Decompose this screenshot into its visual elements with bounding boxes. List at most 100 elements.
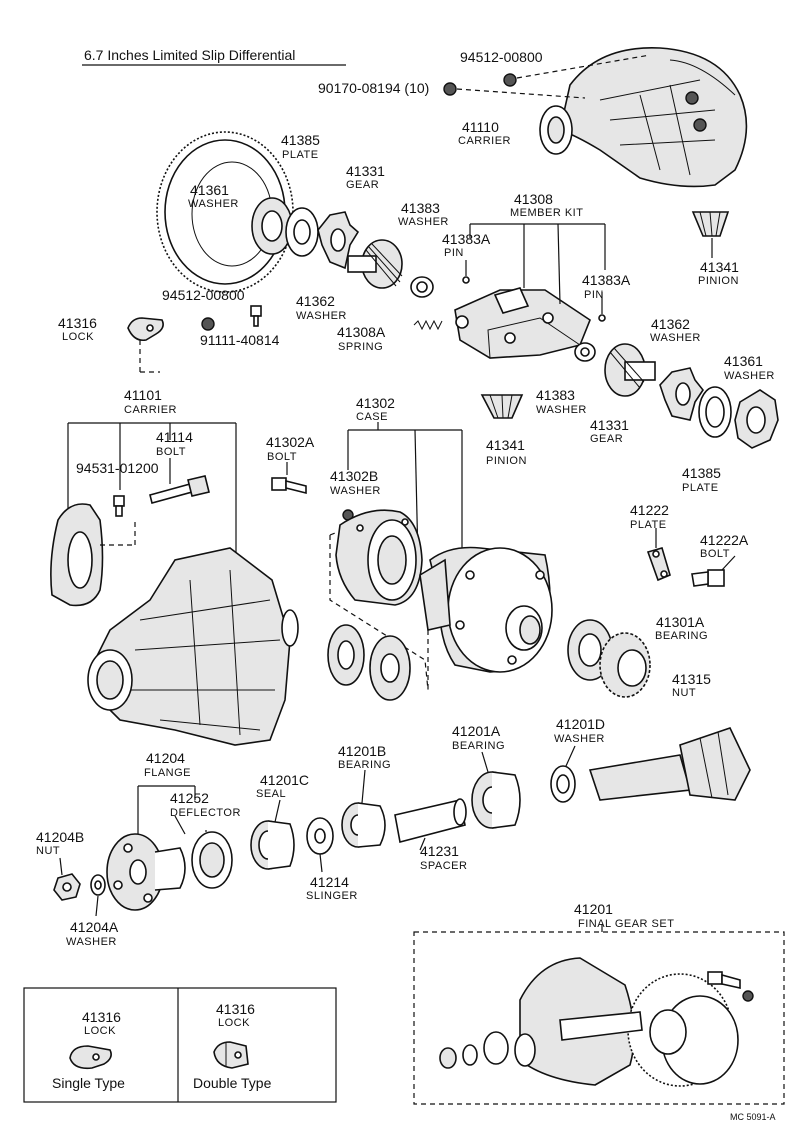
label-41308A-num: 41308A bbox=[337, 324, 386, 340]
label-41331_top-name: GEAR bbox=[346, 179, 379, 191]
label-41201C-name: SEAL bbox=[256, 788, 286, 800]
final-gear-set-illustration bbox=[439, 957, 754, 1087]
label-41201A-num: 41201A bbox=[452, 723, 501, 739]
drive-pinion-illustration bbox=[550, 727, 751, 803]
nut-41204B-icon bbox=[53, 873, 81, 901]
label-41204B-name: NUT bbox=[36, 845, 60, 857]
leader-90170 bbox=[456, 88, 586, 99]
label-41383A_right-name: PIN bbox=[584, 289, 604, 301]
leaders-member-kit bbox=[465, 223, 713, 314]
bolt-94512-top-icon bbox=[503, 73, 517, 87]
legend-box bbox=[23, 987, 337, 1103]
label-41231-name: SPACER bbox=[420, 860, 467, 872]
legend-single-num: 41316 bbox=[82, 1009, 121, 1025]
label-41383A_right-num: 41383A bbox=[582, 272, 631, 288]
bolt-94531-icon bbox=[113, 495, 125, 517]
label-41201B-name: BEARING bbox=[338, 759, 391, 771]
label-41222-num: 41222 bbox=[630, 502, 669, 518]
final-gear-set-box bbox=[413, 931, 785, 1105]
lock-41316-icon bbox=[127, 317, 164, 342]
bolt-94512-mid-icon bbox=[201, 317, 215, 331]
drawing-code: MC 5091-A bbox=[730, 1112, 776, 1122]
bolt-41222A-icon bbox=[691, 569, 725, 587]
label-41341_top-name: PINION bbox=[698, 275, 739, 287]
label-41201B-num: 41201B bbox=[338, 743, 386, 759]
label-41383_top-name: WASHER bbox=[398, 216, 449, 228]
label-41201A-name: BEARING bbox=[452, 740, 505, 752]
label-41341_mid-name: PINION bbox=[486, 455, 527, 467]
label-41385_right-num: 41385 bbox=[682, 465, 721, 481]
member-kit-41308-illustration bbox=[454, 287, 591, 359]
case-41302-illustration bbox=[419, 546, 553, 673]
label-94531-num: 94531-01200 bbox=[76, 460, 159, 476]
label-41204-num: 41204 bbox=[146, 750, 185, 766]
label-41385_top-num: 41385 bbox=[281, 132, 320, 148]
label-41201D-num: 41201D bbox=[556, 716, 605, 732]
washer-41362-right-illustration bbox=[659, 367, 704, 421]
label-41302B-name: WASHER bbox=[330, 485, 381, 497]
case-dashed-box bbox=[329, 531, 429, 691]
label-41114-name: BOLT bbox=[156, 446, 186, 458]
label-41302-num: 41302 bbox=[356, 395, 395, 411]
label-41361_right-num: 41361 bbox=[724, 353, 763, 369]
bearing-cap-illustration bbox=[50, 503, 104, 607]
side-gear-41331-mid-illustration bbox=[604, 343, 656, 397]
label-41301A-name: BEARING bbox=[655, 630, 708, 642]
lock-double-icon bbox=[213, 1041, 249, 1069]
label-41362_right-num: 41362 bbox=[651, 316, 690, 332]
legend-double-num: 41316 bbox=[216, 1001, 255, 1017]
label-41385_top-name: PLATE bbox=[282, 149, 319, 161]
label-41315-num: 41315 bbox=[672, 671, 711, 687]
label-41204A-num: 41204A bbox=[70, 919, 119, 935]
label-41308-num: 41308 bbox=[514, 191, 553, 207]
label-41101-name: CARRIER bbox=[124, 404, 177, 416]
leaders-carrier-41101 bbox=[67, 422, 237, 560]
label-41315-name: NUT bbox=[672, 687, 696, 699]
washer-41361-right-illustration bbox=[734, 389, 779, 449]
label-41308-name: MEMBER KIT bbox=[510, 207, 583, 219]
label-41331_mid-num: 41331 bbox=[590, 417, 629, 433]
bearing-left-illustration bbox=[327, 624, 411, 701]
label-41222A-name: BOLT bbox=[700, 548, 730, 560]
label-41302B-num: 41302B bbox=[330, 468, 378, 484]
label-41331_top-num: 41331 bbox=[346, 163, 385, 179]
label-41383_mid-num: 41383 bbox=[536, 387, 575, 403]
case-half-illustration bbox=[335, 509, 423, 606]
pin-41383A-top-icon bbox=[462, 276, 470, 284]
label-41302-name: CASE bbox=[356, 411, 388, 423]
label-94512_top-num: 94512-00800 bbox=[460, 49, 543, 65]
side-gear-41331-top-illustration bbox=[347, 239, 403, 289]
label-41204-name: FLANGE bbox=[144, 767, 191, 779]
slinger-41214-illustration bbox=[306, 817, 334, 855]
label-41341_top-num: 41341 bbox=[700, 259, 739, 275]
bolt-41302A-icon bbox=[271, 477, 307, 495]
seal-41201C-illustration bbox=[250, 820, 295, 870]
washer-41383-mid-illustration bbox=[574, 342, 596, 362]
label-41222-name: PLATE bbox=[630, 519, 667, 531]
label-41110-num: 41110 bbox=[462, 119, 499, 135]
label-41214-num: 41214 bbox=[310, 874, 349, 890]
label-41362_right-name: WASHER bbox=[650, 332, 701, 344]
leaders-pinion-row bbox=[59, 745, 576, 917]
label-41301A-num: 41301A bbox=[656, 614, 705, 630]
diagram-title: 6.7 Inches Limited Slip Differential bbox=[84, 47, 295, 63]
label-41383_top-num: 41383 bbox=[401, 200, 440, 216]
label-41252-name: DEFLECTOR bbox=[170, 807, 241, 819]
bolt-90170-icon bbox=[443, 82, 457, 96]
bolt-41114-icon bbox=[149, 475, 210, 504]
label-41201D-name: WASHER bbox=[554, 733, 605, 745]
label-41302A-name: BOLT bbox=[267, 451, 297, 463]
bearing-41201A-illustration bbox=[471, 771, 521, 829]
plate-41385-right-illustration bbox=[698, 386, 732, 438]
label-91111-num: 91111-40814 bbox=[200, 332, 280, 348]
spacer-41231-illustration bbox=[394, 798, 467, 843]
label-41331_mid-name: GEAR bbox=[590, 433, 623, 445]
label-41252-num: 41252 bbox=[170, 790, 209, 806]
label-41362_top-name: WASHER bbox=[296, 310, 347, 322]
label-41361_top-name: WASHER bbox=[188, 198, 239, 210]
bolt-91111-icon bbox=[250, 305, 262, 327]
label-90170-num: 90170-08194 (10) bbox=[318, 80, 429, 96]
label-41222A-num: 41222A bbox=[700, 532, 749, 548]
